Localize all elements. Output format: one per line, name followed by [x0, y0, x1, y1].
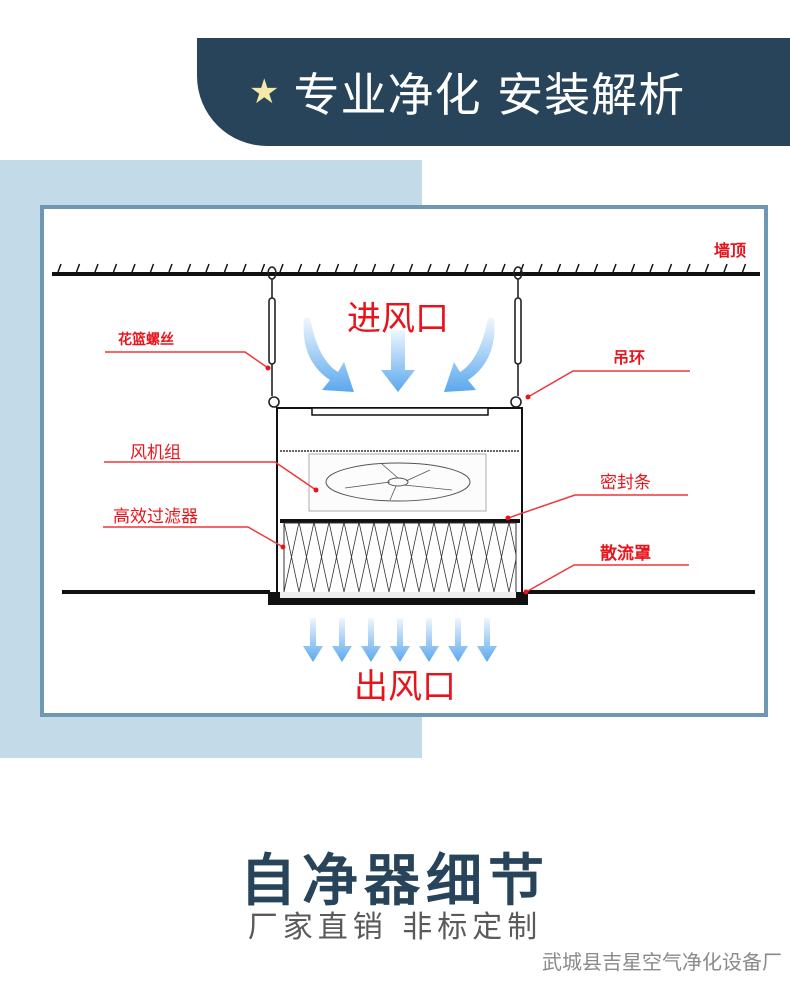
arrow-down-icon — [477, 618, 497, 662]
inlet-arrows — [303, 318, 495, 392]
ring-label: 吊环 — [613, 348, 645, 367]
purifier-unit — [268, 407, 528, 605]
arrow-down-icon — [381, 330, 415, 392]
star-icon: ★ — [249, 72, 280, 112]
air-inlet-label: 进风口 — [347, 299, 449, 339]
arrow-down-icon — [419, 618, 439, 662]
company-name: 武城县吉星空气净化设备厂 — [542, 950, 782, 974]
arrow-down-icon — [303, 618, 323, 662]
ceiling-label: 墙顶 — [714, 241, 746, 260]
air-outlet-label: 出风口 — [354, 667, 456, 707]
arrow-down-icon — [332, 618, 352, 662]
section-title: 自净器细节 — [240, 849, 550, 914]
turnbuckle-label: 花篮螺丝 — [118, 331, 174, 348]
arrow-down-icon — [390, 618, 410, 662]
ceiling — [52, 263, 760, 276]
arrow-down-icon — [361, 618, 381, 662]
diffuser-label: 散流罩 — [600, 543, 651, 564]
seal-label: 密封条 — [600, 473, 651, 493]
leader-lines — [103, 351, 690, 593]
banner-title: 专业净化 安装解析 — [293, 68, 686, 122]
arrow-down-icon — [448, 618, 468, 662]
arrow-curved-icon — [444, 318, 495, 392]
section-subtitle: 厂家直销 非标定制 — [247, 910, 543, 945]
leader-dots — [265, 365, 531, 595]
hepa-label: 高效过滤器 — [113, 507, 198, 527]
fan-label: 风机组 — [130, 443, 181, 463]
section-banner: ★ 专业净化 安装解析 — [197, 38, 790, 146]
turnbuckle-rods — [267, 266, 523, 408]
outlet-arrows — [303, 618, 497, 662]
arrow-curved-icon — [303, 318, 354, 392]
